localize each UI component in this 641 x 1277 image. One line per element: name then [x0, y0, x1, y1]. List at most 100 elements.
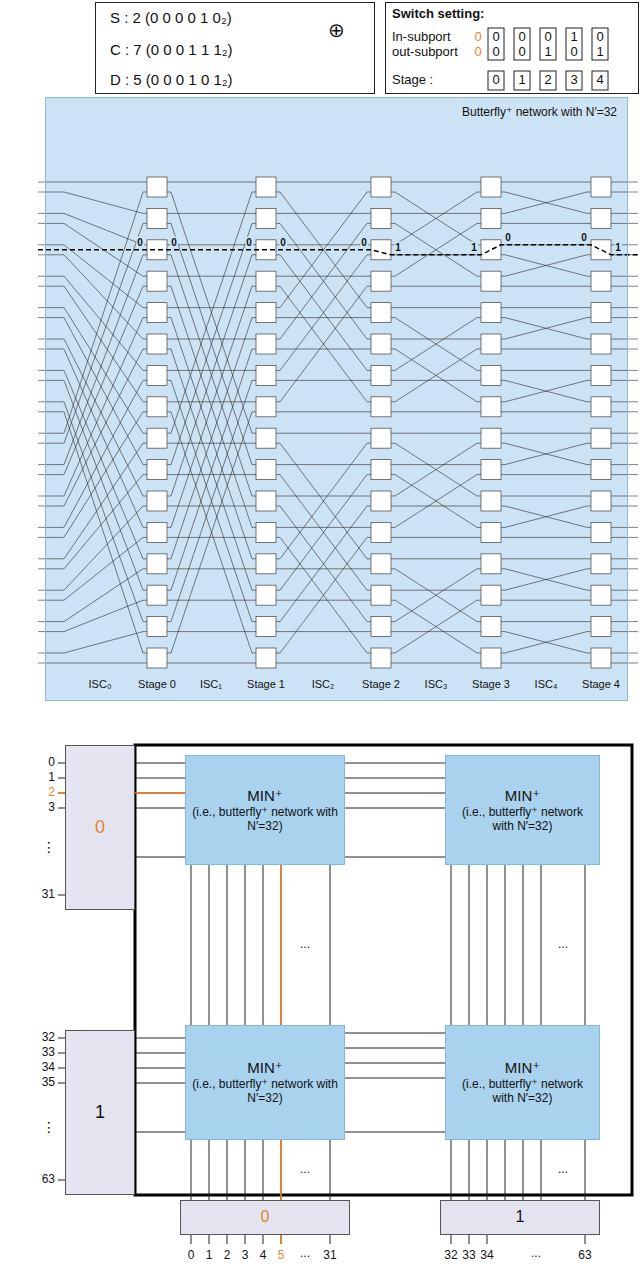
- wire: [611, 631, 638, 632]
- wire: [167, 307, 256, 308]
- switch-box: [256, 271, 276, 291]
- wire: [38, 537, 147, 600]
- bundle-line: [330, 865, 331, 1025]
- wire: [501, 621, 591, 622]
- subport-bit: 0: [518, 45, 525, 59]
- line-bundle: [345, 763, 445, 857]
- wire: [391, 537, 481, 538]
- wire: [167, 318, 256, 559]
- switch-box: [147, 585, 167, 605]
- switch-box: [481, 460, 501, 480]
- wire: [391, 558, 481, 559]
- switch-box: [591, 648, 611, 668]
- stage-label: ISC₃: [425, 678, 448, 690]
- input-port: 35: [42, 1076, 55, 1089]
- switch-box: [371, 460, 391, 480]
- wire: [167, 182, 256, 183]
- wire: [611, 401, 638, 402]
- switch-box: [147, 460, 167, 480]
- bundle-line: [523, 865, 524, 1025]
- bundle-line: [523, 1140, 524, 1200]
- bundle-line: [227, 1140, 228, 1200]
- wire: [276, 527, 371, 528]
- wire: [611, 339, 638, 340]
- stage-number: 2: [544, 73, 551, 87]
- switch-box: [256, 648, 276, 668]
- wire: [391, 475, 481, 528]
- wire: [167, 600, 256, 601]
- switch-box: [481, 271, 501, 291]
- wire: [167, 286, 256, 527]
- output-group: 1: [440, 1200, 600, 1235]
- wire: [391, 318, 481, 371]
- switch-box: [591, 617, 611, 637]
- path-subport: 1: [394, 241, 402, 252]
- switch-box: [591, 334, 611, 354]
- subport-bracket: [592, 28, 608, 60]
- stage-label: ISC₁: [200, 678, 222, 690]
- path-subport: 1: [614, 241, 622, 252]
- stage-label: Stage 1: [247, 678, 285, 690]
- wire: [167, 412, 256, 653]
- highlight-route: [280, 865, 282, 1025]
- bundle-line: [505, 865, 506, 1025]
- bundle-line: [209, 1140, 210, 1200]
- wire: [276, 380, 371, 381]
- input-group: 0: [65, 745, 135, 910]
- highlight-route: [135, 792, 185, 794]
- input-port: 34: [42, 1061, 55, 1074]
- wire: [501, 255, 591, 276]
- bundle-line: [263, 1140, 264, 1200]
- switch-box: [591, 428, 611, 448]
- wire: [391, 663, 481, 664]
- input-port: 2: [48, 786, 55, 799]
- wire: [38, 443, 147, 559]
- input-group: 1: [65, 1030, 135, 1195]
- wire: [167, 339, 256, 340]
- ellipsis: ...: [531, 1247, 541, 1260]
- highlight-route: [280, 1140, 282, 1200]
- line-bundle: [191, 1140, 330, 1200]
- output-port: 63: [578, 1249, 591, 1262]
- wire: [391, 433, 481, 434]
- routing-path: [38, 245, 638, 255]
- wire: [167, 349, 256, 590]
- wire: [611, 464, 638, 465]
- bundle-line: [245, 865, 246, 1025]
- wire: [391, 286, 481, 287]
- wire: [391, 411, 481, 412]
- bundle-line: [487, 865, 488, 1025]
- wire: [391, 349, 481, 402]
- subport-bracket: [488, 28, 504, 60]
- wire: [391, 192, 481, 245]
- switch-array: [147, 177, 611, 668]
- wire: [167, 380, 256, 621]
- wire: [38, 255, 147, 465]
- wire: [611, 558, 638, 559]
- wire: [611, 380, 638, 381]
- switch-box: [147, 208, 167, 228]
- switch-box: [371, 365, 391, 385]
- wire: [391, 223, 481, 276]
- wire: [501, 443, 591, 464]
- subport-bit: 0: [492, 30, 499, 44]
- bundle-line: [135, 1068, 185, 1069]
- wire: [611, 307, 638, 308]
- wire: [38, 402, 147, 622]
- switch-box: [481, 397, 501, 417]
- switch-box: [371, 428, 391, 448]
- switch-box: [147, 365, 167, 385]
- ellipsis: ...: [300, 1163, 310, 1176]
- switch-box: [591, 460, 611, 480]
- subport-bracket: [566, 28, 582, 60]
- switch-box: [371, 617, 391, 637]
- wire: [611, 223, 638, 224]
- wire: [276, 475, 371, 591]
- wire: [501, 380, 591, 401]
- switch-box: [256, 303, 276, 323]
- wire: [38, 380, 147, 527]
- switch-box: [481, 648, 501, 668]
- wire: [501, 558, 591, 559]
- group-number: 1: [95, 1102, 105, 1123]
